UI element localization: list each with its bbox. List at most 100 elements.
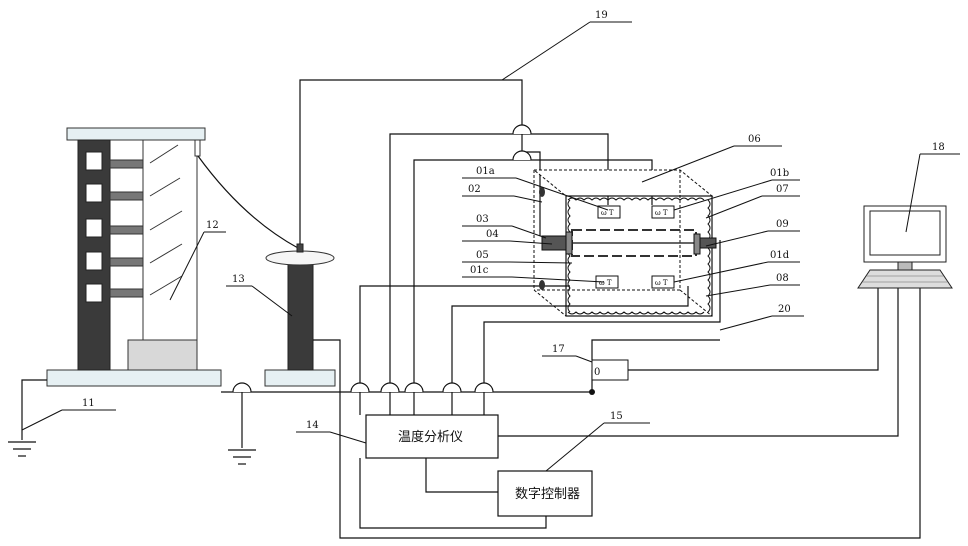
heater-wall-top (568, 198, 704, 200)
crossover (475, 383, 493, 392)
crossover (381, 383, 399, 392)
heater-wall-bottom (568, 312, 704, 314)
label-14: 14 (306, 420, 319, 431)
label-18: 18 (932, 142, 945, 153)
label-11: 11 (82, 398, 95, 409)
generator-output-terminal (195, 140, 200, 156)
insulator-bushing (539, 187, 545, 197)
leader-02 (514, 196, 542, 202)
ground-symbols (8, 442, 256, 464)
svg-text:ω T: ω T (599, 279, 612, 287)
test-chamber: ω T ω T ω T ω T (534, 170, 716, 316)
label-01a: 01a (476, 166, 495, 177)
leader-20 (720, 316, 772, 330)
sensor-wire-09 (484, 240, 720, 415)
column-window (86, 219, 102, 237)
label-08: 08 (776, 273, 789, 284)
leader-07 (706, 196, 762, 218)
generator-rung (110, 160, 143, 168)
digital-controller-label: 数字控制器 (515, 487, 580, 502)
computer (858, 206, 952, 288)
column-window (86, 184, 102, 202)
monitor-screen (870, 211, 940, 255)
label-07: 07 (776, 184, 789, 195)
label-19: 19 (595, 10, 608, 21)
label-02: 02 (468, 184, 481, 195)
junction-node (589, 389, 595, 395)
divider-top-electrode (266, 251, 334, 265)
analyzer-to-pc-wire (498, 282, 898, 436)
leader-13 (252, 286, 292, 316)
column-window (86, 252, 102, 270)
crossover (233, 383, 251, 392)
insulator-bushing (539, 280, 545, 290)
temp-sensor-01b: ω T (652, 206, 674, 218)
column-window (86, 284, 102, 302)
column-window (86, 152, 102, 170)
crossover (513, 125, 531, 134)
heater-wall-left (568, 200, 570, 312)
leader-05 (510, 262, 572, 263)
label-01d: 01d (770, 250, 790, 261)
temperature-analyzer-label: 温度分析仪 (398, 429, 463, 445)
label-04: 04 (486, 229, 499, 240)
analyzer-to-controller-wire (426, 458, 498, 492)
leader-14 (330, 432, 366, 443)
sensor-wire-01c (360, 286, 570, 415)
divider-top-terminal (297, 244, 303, 252)
hv-output-cable (198, 156, 298, 248)
label-09: 09 (776, 219, 789, 230)
chamber-bottom-edge (534, 290, 566, 316)
generator-rung (110, 226, 143, 234)
crossover (443, 383, 461, 392)
leader-11 (22, 410, 62, 430)
leader-01c (512, 277, 604, 282)
divider-base-plate (265, 370, 335, 386)
crossover (351, 383, 369, 392)
svg-text:ω T: ω T (655, 279, 668, 287)
keyboard (858, 270, 952, 288)
label-06: 06 (748, 134, 761, 145)
generator-rung (110, 258, 143, 266)
label-12: 12 (206, 220, 219, 231)
wire-20-current (592, 340, 720, 360)
generator-rung (110, 289, 143, 297)
hv-generator-tower (47, 128, 298, 386)
leader-03 (512, 226, 546, 238)
leader-15 (546, 423, 604, 471)
meter-to-pc-wire (628, 282, 878, 370)
label-13: 13 (232, 274, 245, 285)
monitor-stand (898, 262, 912, 270)
generator-capacitor-panel (143, 140, 197, 370)
label-20: 20 (778, 304, 791, 315)
chamber-top-face (534, 170, 712, 196)
svg-text:ω T: ω T (655, 209, 668, 217)
hv-divider (265, 244, 335, 386)
generator-base-plate (47, 370, 221, 386)
generator-control-box (128, 340, 197, 370)
generator-rung (110, 192, 143, 200)
label-03: 03 (476, 214, 489, 225)
temp-sensor-01d: ω T (652, 276, 674, 288)
label-01b: 01b (770, 168, 789, 179)
sensor-wire-01d (452, 286, 688, 415)
label-17: 17 (552, 344, 565, 355)
divider-to-pc-wire (313, 282, 920, 538)
crossover (405, 383, 423, 392)
meter-reading: 0 (594, 367, 600, 378)
generator-top-cap (67, 128, 205, 140)
electrode-flange (566, 232, 572, 254)
leader-19 (502, 22, 590, 80)
leader-08 (706, 285, 770, 296)
label-01c: 01c (470, 265, 489, 276)
label-05: 05 (476, 250, 489, 261)
leader-17 (576, 356, 592, 362)
label-15: 15 (610, 411, 623, 422)
hv-lead-to-electrode (522, 120, 540, 236)
leader-01d (674, 262, 768, 282)
ground-terminal (700, 238, 716, 248)
terminal-flange (694, 234, 700, 254)
generator-ground-wire (22, 380, 47, 440)
